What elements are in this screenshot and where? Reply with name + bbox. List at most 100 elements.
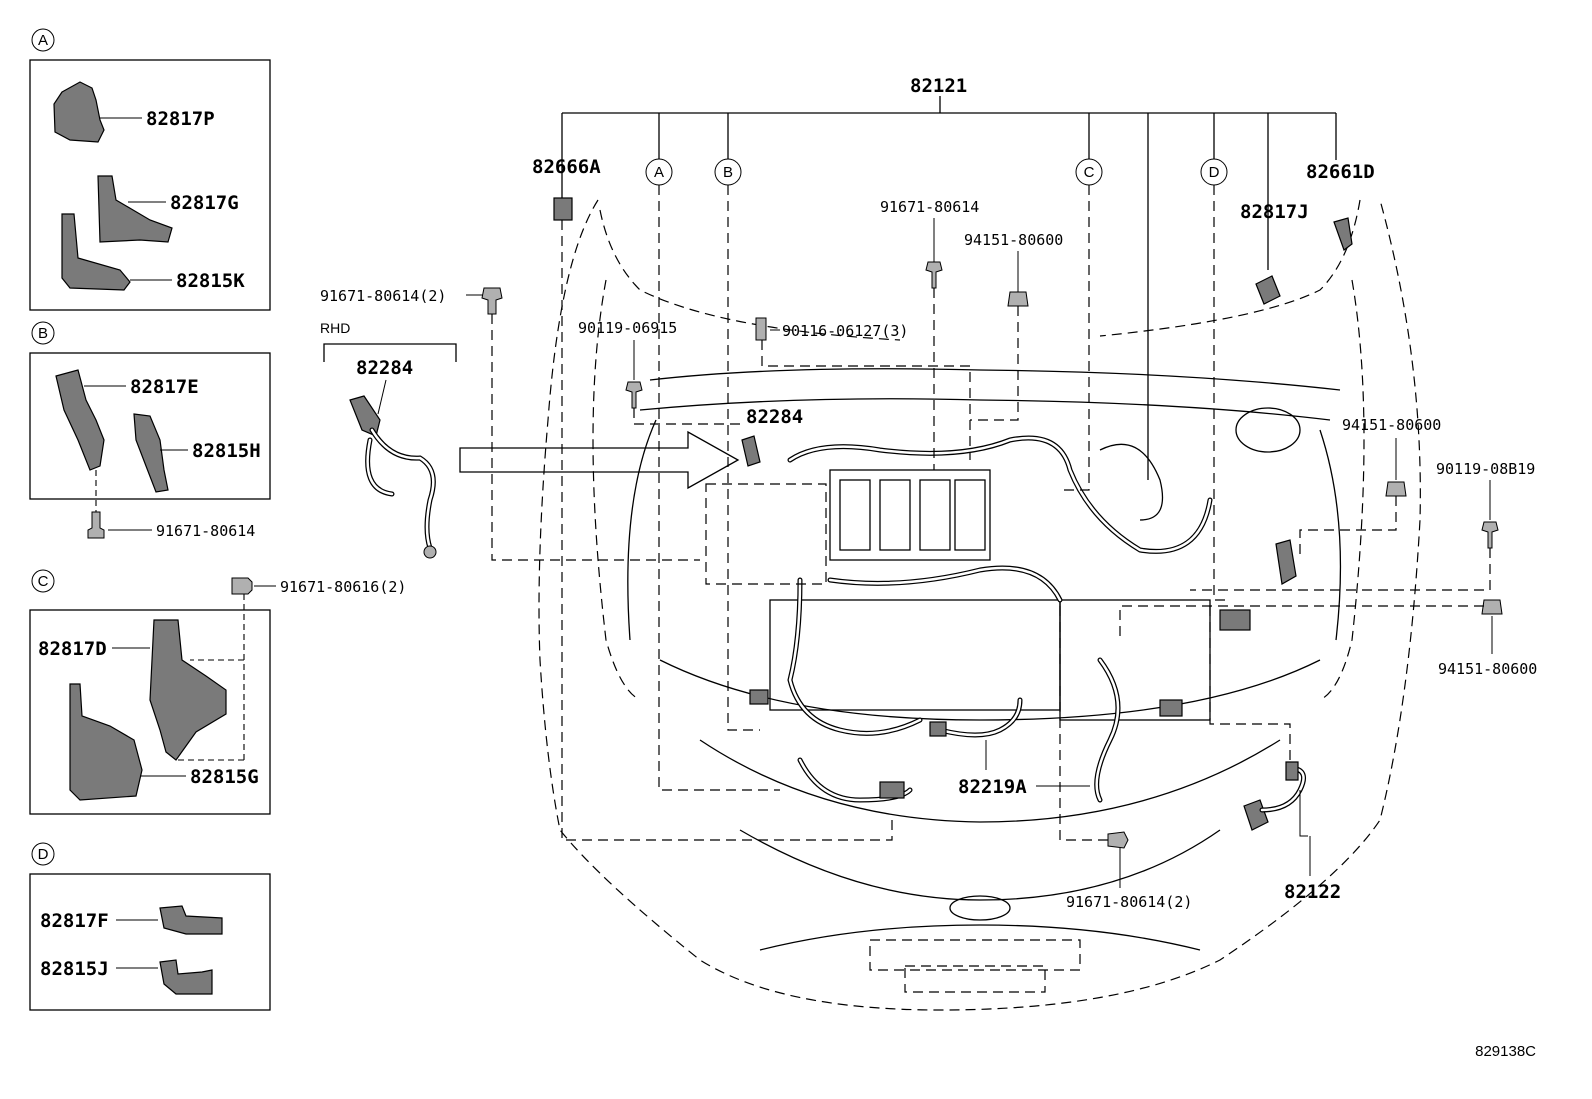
left-fender-line — [599, 209, 901, 341]
bolt-08b19-icon — [1481, 521, 1499, 549]
bracket-82817g — [97, 175, 173, 243]
callout-a-letter: A — [654, 164, 664, 181]
label-82284-rhd: 82284 — [356, 357, 413, 379]
hood-outline — [538, 199, 1421, 1011]
bracket-82817e — [55, 369, 105, 471]
right-fender-line — [1099, 199, 1361, 337]
front-bumper-lower — [739, 829, 1221, 901]
bolt-91671-80616-icon — [231, 577, 253, 595]
inset-b-letter: B — [38, 325, 48, 342]
left-strut — [627, 419, 657, 641]
bolt-90119-06915-icon — [625, 381, 643, 409]
inset-a-letter: A — [38, 32, 48, 49]
bracket-82815j — [159, 959, 213, 995]
rhd-section: 91671-80614(2) RHD 82284 — [320, 287, 740, 561]
bracket-82815h — [133, 413, 169, 493]
bolt-top-icon — [925, 261, 943, 289]
inset-a-badge — [31, 28, 55, 52]
bracket-82817d — [149, 619, 227, 761]
engine-cover — [829, 469, 991, 561]
inset-d: D 82817F 82815J — [29, 842, 271, 1011]
inset-c: C 91671-80616(2) 82817D 82815G — [29, 569, 406, 815]
label-82122: 82122 — [1284, 881, 1341, 903]
label-82121: 82121 — [910, 75, 967, 97]
engine-block — [769, 599, 1061, 711]
inset-b-frame — [29, 352, 271, 500]
sensor-82284-rhd — [349, 395, 381, 437]
label-82817f: 82817F — [40, 910, 109, 932]
plate-inner — [904, 965, 1046, 993]
bay-front — [659, 659, 1321, 721]
label-82817g: 82817G — [170, 192, 239, 214]
label-91671-80614-bottom: 91671-80614(2) — [1066, 893, 1192, 911]
emblem — [949, 895, 1011, 921]
callout-c-letter: C — [1084, 164, 1095, 181]
connector-front — [879, 781, 905, 799]
label-91671-80614-rhd: 91671-80614(2) — [320, 287, 446, 305]
label-82817j: 82817J — [1240, 201, 1309, 223]
leader-callout-d — [1213, 185, 1230, 601]
inset-b: B 82817E 82815H 91671-80614 — [29, 321, 271, 540]
cowl-inner — [639, 398, 1331, 421]
callout-d-letter: D — [1209, 164, 1220, 181]
sensor-82284-main — [741, 435, 761, 467]
bolt-rhd-icon — [481, 287, 503, 315]
leader-callout-a — [658, 185, 780, 791]
left-cowl — [592, 279, 641, 701]
callout-b-letter: B — [723, 164, 733, 181]
label-82284-main: 82284 — [746, 406, 803, 428]
inset-c-badge — [31, 569, 55, 593]
bolt-bottom-icon — [1107, 831, 1129, 849]
connector-82122 — [1243, 799, 1269, 831]
label-82815h: 82815H — [192, 440, 261, 462]
nut-r2-icon — [1481, 599, 1503, 615]
stud-90116-icon — [755, 317, 767, 341]
main-harness — [787, 435, 1213, 554]
front-bumper-upper — [699, 739, 1281, 823]
right-strut — [1319, 429, 1342, 641]
car-outline: A B C D 82121 82666A 82661D 82817J — [532, 75, 1537, 1011]
label-90119-06915: 90119-06915 — [578, 319, 677, 337]
leader-callout-c — [1060, 185, 1090, 491]
label-94151-80600-r1: 94151-80600 — [1342, 416, 1441, 434]
inset-a: A 82817P 82817G 82815K — [29, 28, 271, 311]
label-82666a: 82666A — [532, 156, 601, 178]
label-82815j: 82815J — [40, 958, 109, 980]
bolt-91671-80614-icon — [87, 511, 105, 539]
rhd-label: RHD — [320, 320, 350, 336]
inset-d-badge — [31, 842, 55, 866]
nut-r1-icon — [1385, 481, 1407, 497]
leader-callout-b — [727, 185, 760, 731]
label-91671-80614-b: 91671-80614 — [156, 522, 255, 540]
nut-top-icon — [1007, 291, 1029, 307]
bracket-82817f — [159, 905, 223, 935]
label-82815k: 82815K — [176, 270, 245, 292]
label-94151-80600-top: 94151-80600 — [964, 231, 1063, 249]
clip-82817j — [1255, 275, 1281, 305]
inset-d-frame — [29, 873, 271, 1011]
air-intake — [1099, 443, 1164, 521]
label-94151-80600-r2: 94151-80600 — [1438, 660, 1537, 678]
inset-b-badge — [31, 321, 55, 345]
strut-tower — [1235, 407, 1301, 453]
label-82219a: 82219A — [958, 776, 1027, 798]
inset-c-letter: C — [38, 573, 49, 590]
label-91671-80614-top: 91671-80614 — [880, 198, 979, 216]
harness-82219a — [937, 697, 1023, 738]
label-82661d: 82661D — [1306, 161, 1375, 183]
label-82815g: 82815G — [190, 766, 259, 788]
label-82817d: 82817D — [38, 638, 107, 660]
rhd-bracket — [323, 343, 457, 362]
label-90119-08b19: 90119-08B19 — [1436, 460, 1535, 478]
inset-d-letter: D — [38, 846, 49, 863]
cowl-top — [649, 368, 1341, 391]
bracket-82815g — [69, 683, 143, 801]
connector-82219a — [929, 721, 947, 737]
bracket-82815k — [61, 213, 131, 291]
label-82817p: 82817P — [146, 108, 215, 130]
bracket-82817p — [53, 81, 105, 143]
leader-82284-rhd — [377, 379, 387, 415]
label-91671-80616: 91671-80616(2) — [280, 578, 406, 596]
rhd-bolt-dash — [491, 314, 700, 561]
